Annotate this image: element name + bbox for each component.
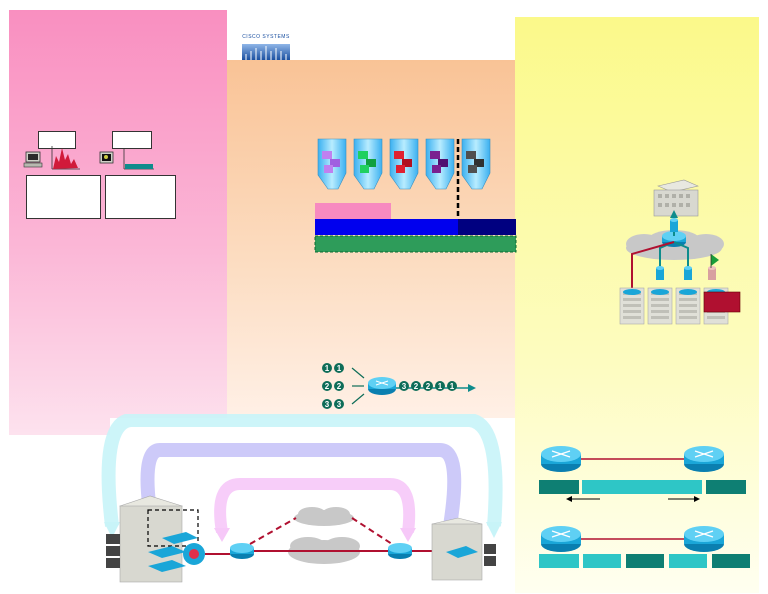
cylinder-icon xyxy=(656,266,716,280)
traffic-graph-icon xyxy=(123,148,154,170)
label-box-2 xyxy=(112,131,152,149)
server-icon xyxy=(106,534,120,568)
blue-bar xyxy=(315,219,458,235)
cylinder-icon xyxy=(670,218,678,232)
pc-icon xyxy=(23,151,43,168)
router-icon xyxy=(684,526,724,552)
label-box-1 xyxy=(38,131,76,149)
queue-bucket-icon xyxy=(425,138,455,190)
arc-lavender xyxy=(140,443,462,528)
input-queues: 1 1 2 2 3 3 xyxy=(322,363,344,409)
router-icon xyxy=(541,446,581,472)
svg-text:2: 2 xyxy=(325,382,330,391)
svg-text:2: 2 xyxy=(337,382,342,391)
queue-bucket-icon xyxy=(317,138,347,190)
svg-text:1: 1 xyxy=(438,382,443,391)
monitor-icon xyxy=(99,151,114,164)
building-icon xyxy=(431,517,483,581)
svg-text:1: 1 xyxy=(337,364,342,373)
description-box-2 xyxy=(105,175,176,219)
svg-text:3: 3 xyxy=(337,400,342,409)
building-icon xyxy=(653,179,699,217)
cisco-bridge-icon xyxy=(242,44,290,60)
queue-diagram xyxy=(314,138,517,253)
link-diagrams xyxy=(539,446,750,568)
router-icon xyxy=(230,543,254,559)
datacenter-diagram xyxy=(619,179,741,325)
svg-text:1: 1 xyxy=(450,382,455,391)
queue-bucket-icon xyxy=(353,138,383,190)
description-box-1 xyxy=(26,175,101,219)
arc-cyan xyxy=(101,414,503,527)
queue-bucket-icon xyxy=(389,138,419,190)
queue-bucket-icon xyxy=(461,138,491,190)
cloud-icon xyxy=(294,507,354,526)
svg-text:3: 3 xyxy=(325,400,330,409)
red-label-box xyxy=(703,291,741,313)
queue-flow: 1 1 2 2 3 3 3 2 2 1 1 xyxy=(322,363,476,409)
traffic-graph-icon xyxy=(51,146,80,170)
cisco-logo: Cisco Systems xyxy=(242,34,290,62)
router-icon xyxy=(684,446,724,472)
pink-bar xyxy=(315,203,391,219)
router-icon xyxy=(368,377,396,395)
router-icon xyxy=(541,526,581,552)
svg-text:1: 1 xyxy=(325,364,330,373)
switch-icon xyxy=(148,532,198,572)
svg-text:2: 2 xyxy=(426,382,431,391)
arc-pink xyxy=(214,478,416,533)
network-diagram xyxy=(101,414,503,583)
logo-text: Cisco Systems xyxy=(242,34,290,40)
server-icon xyxy=(484,544,496,566)
left-panel xyxy=(9,10,227,435)
left-icons xyxy=(23,146,154,170)
navy-bar xyxy=(458,219,516,235)
green-bar xyxy=(314,235,517,253)
router-icon xyxy=(388,543,412,559)
router-icon xyxy=(183,543,205,565)
svg-text:2: 2 xyxy=(414,382,419,391)
svg-text:3: 3 xyxy=(402,382,407,391)
